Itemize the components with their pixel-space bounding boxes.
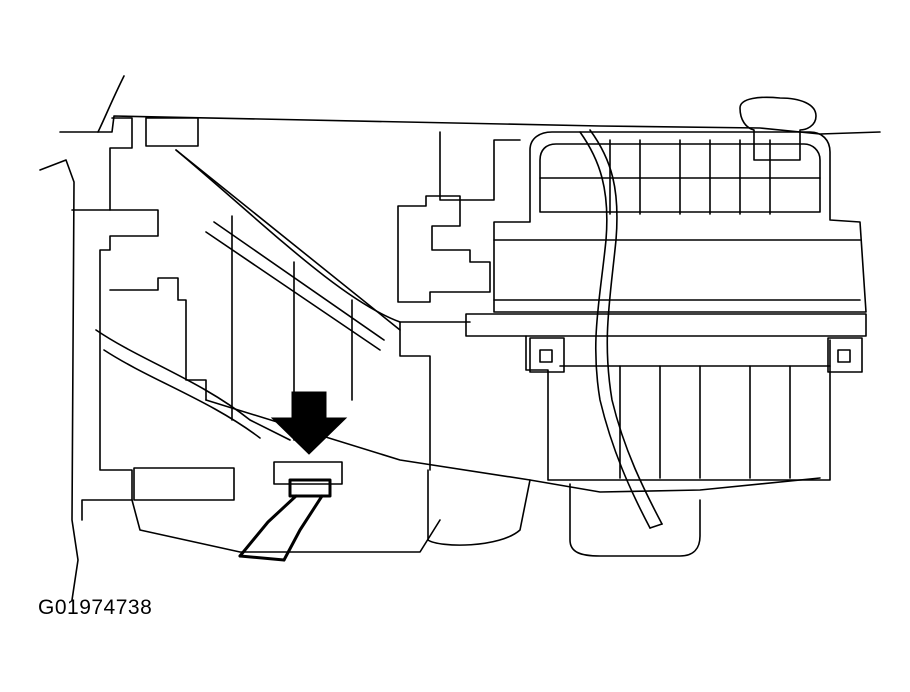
bracket-right xyxy=(397,195,491,303)
left-inner-frame xyxy=(109,117,133,211)
mid-bracket xyxy=(109,277,207,401)
figure-code: G01974738 xyxy=(38,596,153,619)
connector-wire-join xyxy=(238,554,286,562)
lower-sweep-1 xyxy=(95,329,291,441)
blower-motor-bottom xyxy=(569,483,701,557)
pillar-curve xyxy=(97,75,125,133)
lower-base xyxy=(131,499,441,553)
connector-plug xyxy=(288,478,332,498)
wire-harness-upper xyxy=(579,131,651,529)
left-bracket xyxy=(71,209,159,521)
filter-inner xyxy=(539,143,821,213)
center-wall xyxy=(439,131,521,201)
filter-housing xyxy=(493,131,867,313)
clip-right-inner xyxy=(837,349,851,363)
top-clip xyxy=(739,96,817,161)
clip-right xyxy=(827,337,863,373)
upper-tab xyxy=(145,117,199,147)
lower-sweep-2 xyxy=(103,349,261,439)
blower-housing xyxy=(525,335,831,481)
lower-left-tab xyxy=(133,467,235,501)
connector-wire-2 xyxy=(282,494,324,562)
clip-left xyxy=(529,337,565,373)
wire-harness-upper-2 xyxy=(589,129,663,525)
clip-left-inner xyxy=(539,349,553,363)
down-arrow-icon xyxy=(270,391,348,455)
connector-body xyxy=(273,461,343,485)
lower-case xyxy=(427,469,531,546)
duct-lower-edge xyxy=(205,399,821,493)
diagonal-frame-3 xyxy=(213,221,385,341)
connector-wire-1 xyxy=(238,494,298,558)
diagonal-frame-2 xyxy=(205,231,381,351)
diagonal-frame-1 xyxy=(175,149,401,331)
duct-upper-edge xyxy=(175,149,471,323)
housing-rail xyxy=(465,313,867,337)
duct-step xyxy=(399,321,431,471)
wire-end-cap xyxy=(649,523,663,529)
left-body-outline xyxy=(39,159,79,601)
